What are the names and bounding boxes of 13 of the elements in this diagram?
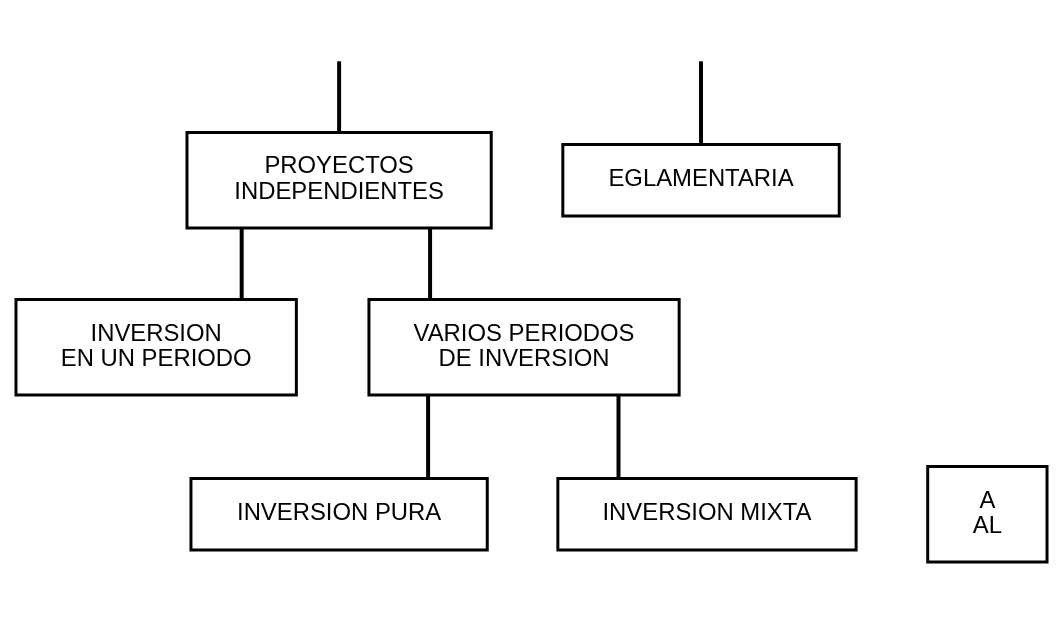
node-box: A AL: [926, 465, 1049, 564]
connector: [428, 228, 433, 300]
connector: [426, 395, 431, 479]
node-box: EGLAMENTARIA: [561, 142, 841, 218]
node-box: INVERSION EN UN PERIODO: [14, 298, 298, 397]
connector: [699, 61, 703, 145]
node-box: VARIOS PERIODOS DE INVERSION: [367, 298, 681, 397]
connector: [337, 61, 342, 133]
connector: [239, 228, 244, 300]
node-box: PROYECTOS INDEPENDIENTES: [185, 131, 493, 230]
node-box: INVERSION MIXTA: [556, 477, 858, 552]
connector: [616, 395, 621, 479]
node-box: INVERSION PURA: [189, 477, 489, 552]
